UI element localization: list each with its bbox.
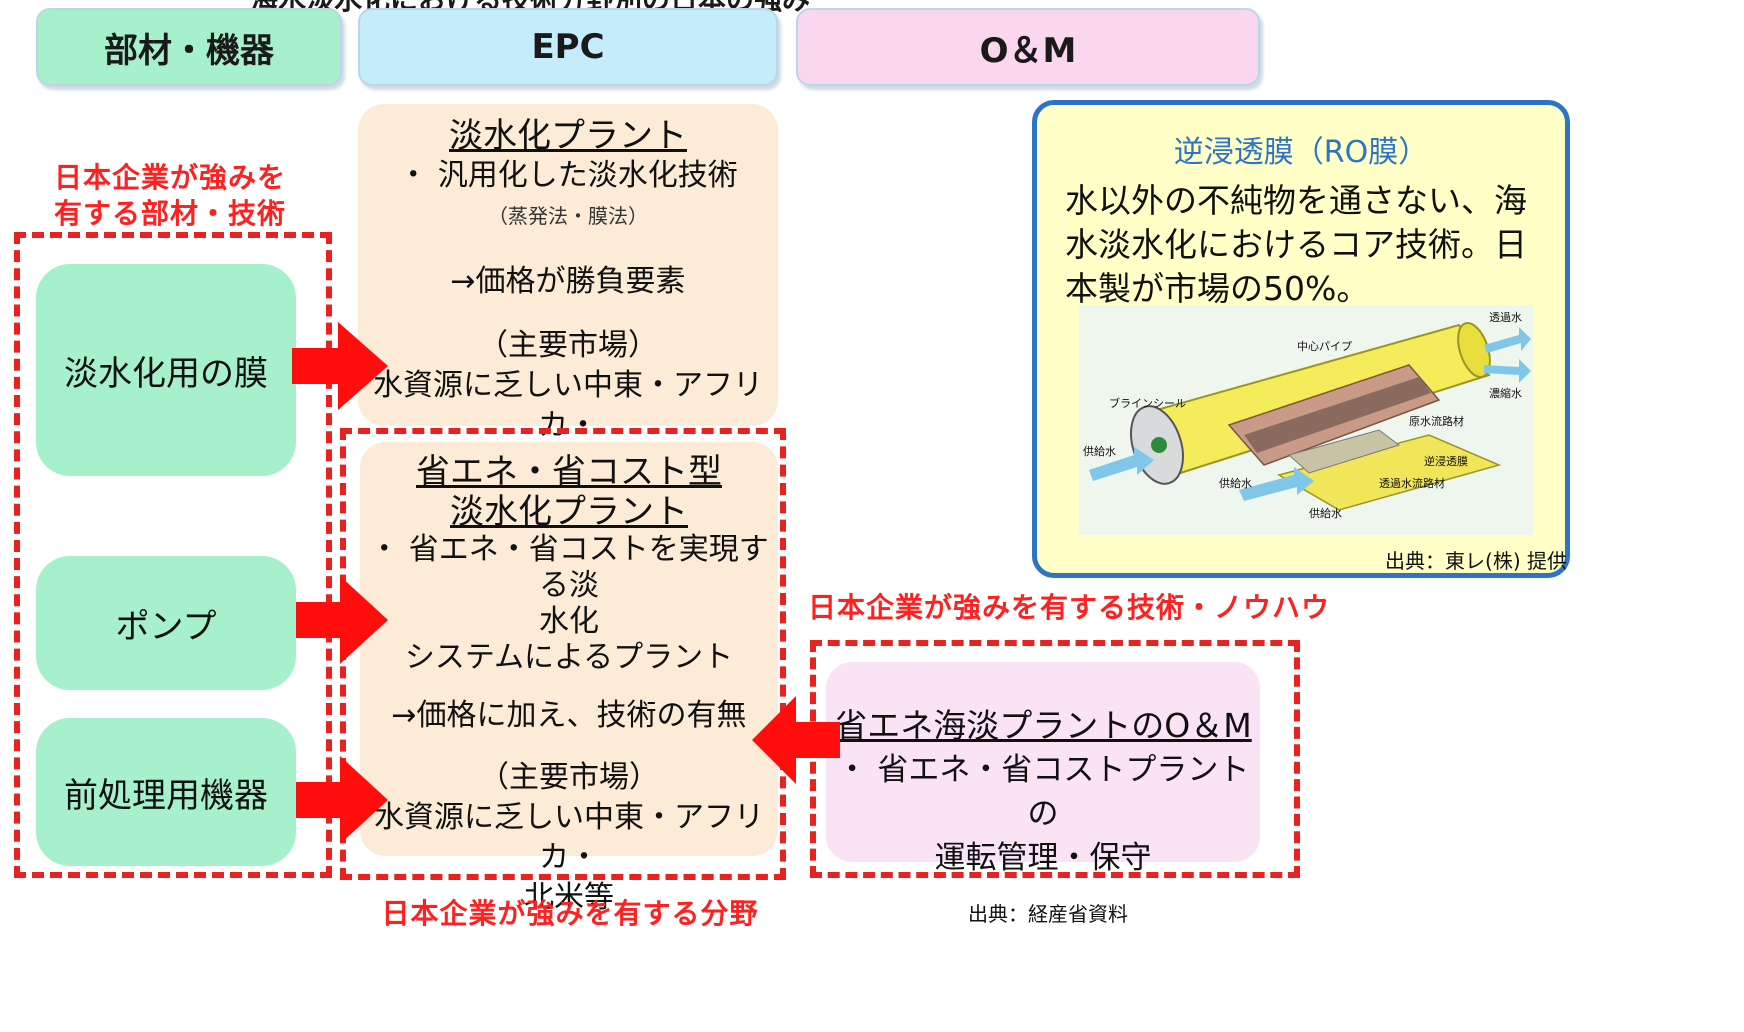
epc-energy-title-2: 淡水化プラント	[450, 492, 688, 532]
ro-label-feed-2: 供給水	[1219, 476, 1252, 490]
header-components-label: 部材・機器	[104, 30, 274, 71]
om-line2: 運転管理・保守	[934, 840, 1152, 876]
arrow-pretreatment-to-epc	[296, 756, 388, 844]
ro-source: 出典：東レ(株) 提供	[1385, 549, 1567, 573]
epc-energy-bullet: ・ 省エネ・省コストを実現する淡 水化 システムによるプラント	[369, 532, 769, 675]
header-om-label: O＆M	[979, 30, 1077, 71]
source-main: 出典：経産省資料	[968, 902, 1128, 926]
epc-conventional-market-label: （主要市場）	[478, 328, 658, 363]
ro-membrane-diagram: 中心パイプ 透過水 濃縮水 ブラインシール 原水流路材 供給水 供給水 逆浸透膜…	[1079, 305, 1533, 535]
epc-conventional-sub: （蒸発法・膜法）	[488, 204, 648, 228]
left-strength-caption: 日本企業が強みを 有する部材・技術	[53, 161, 286, 230]
epc-box-conventional: 淡水化プラント ・ 汎用化した淡水化技術 （蒸発法・膜法） →価格が勝負要素 （…	[358, 104, 778, 483]
ro-label-center-pipe: 中心パイプ	[1297, 340, 1352, 353]
om-box: 省エネ海淡プラントのO＆M ・ 省エネ・省コストプラントの 運転管理・保守	[826, 662, 1260, 876]
epc-energy-point: →価格に加え、技術の有無	[391, 698, 747, 733]
header-om: O＆M	[796, 8, 1260, 86]
ro-membrane-illustration: 中心パイプ 透過水 濃縮水 ブラインシール 原水流路材 供給水 供給水 逆浸透膜…	[1083, 311, 1531, 520]
header-epc-label: EPC	[531, 27, 605, 67]
epc-energy-market-label: （主要市場）	[479, 760, 659, 795]
bottom-strength-caption: 日本企業が強みを有する分野	[381, 897, 759, 930]
ro-label-permeate: 透過水	[1489, 311, 1522, 324]
component-label: ポンプ	[115, 606, 217, 647]
header-epc: EPC	[358, 8, 778, 86]
ro-title: 逆浸透膜（RO膜）	[1173, 135, 1429, 170]
left-strength-frame	[14, 232, 332, 878]
ro-label-permeate-spacer: 透過水流路材	[1379, 476, 1445, 490]
arrow-pump-to-epc	[296, 576, 388, 664]
ro-label-feed-spacer: 原水流路材	[1409, 414, 1464, 428]
epc-conventional-title: 淡水化プラント	[449, 116, 687, 156]
epc-conventional-point: →価格が勝負要素	[450, 264, 686, 299]
right-strength-caption: 日本企業が強みを有する技術・ノウハウ	[808, 591, 1331, 624]
component-label: 前処理用機器	[64, 775, 268, 816]
ro-label-ro-membrane: 逆浸透膜	[1424, 454, 1468, 468]
om-bullet: ・ 省エネ・省コストプラントの	[836, 752, 1250, 832]
component-box-pump: ポンプ	[36, 556, 296, 690]
ro-label-brine-seal: ブラインシール	[1109, 396, 1186, 410]
arrow-om-to-epc	[752, 696, 840, 784]
ro-label-concentrate: 濃縮水	[1489, 386, 1522, 400]
ro-label-feed-3: 供給水	[1309, 506, 1342, 520]
arrow-membrane-to-epc	[292, 322, 388, 410]
ro-body: 水以外の不純物を通さない、海水淡水化におけるコア技術。日本製が市場の50%。	[1065, 181, 1527, 308]
component-box-membrane: 淡水化用の膜	[36, 264, 296, 476]
component-label: 淡水化用の膜	[64, 353, 268, 394]
om-strength-frame	[810, 640, 1300, 878]
epc-energy-title-1: 省エネ・省コスト型	[416, 452, 722, 492]
epc-energy-market: 水資源に乏しい中東・アフリカ・ 北米等	[374, 800, 764, 915]
ro-label-feed-1: 供給水	[1083, 444, 1116, 458]
om-title: 省エネ海淡プラントのO＆M	[834, 706, 1252, 745]
ro-membrane-callout: 逆浸透膜（RO膜） 水以外の不純物を通さない、海水淡水化におけるコア技術。日本製…	[1032, 100, 1570, 578]
epc-conventional-bullet: ・ 汎用化した淡水化技術	[398, 158, 738, 193]
epc-box-energy-saving: 省エネ・省コスト型 淡水化プラント ・ 省エネ・省コストを実現する淡 水化 シス…	[360, 442, 778, 915]
component-box-pretreatment: 前処理用機器	[36, 718, 296, 866]
header-components: 部材・機器	[36, 8, 342, 86]
